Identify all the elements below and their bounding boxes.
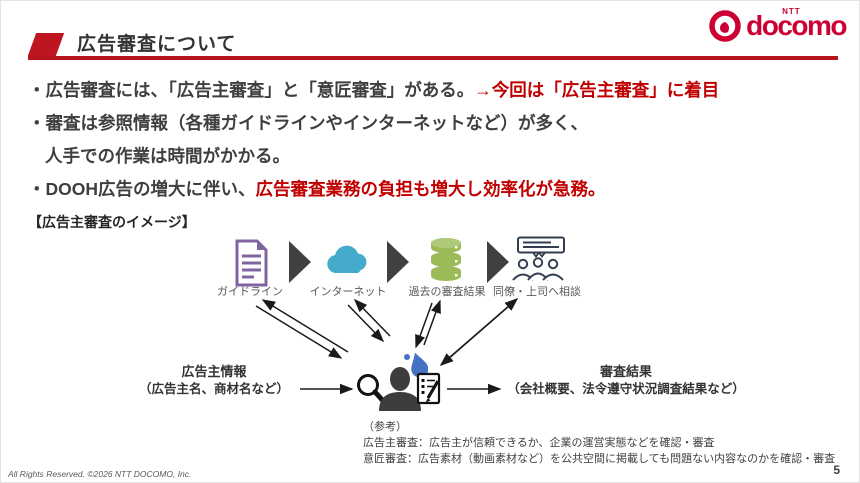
database-icon	[431, 238, 461, 281]
title-accent-mark	[27, 33, 65, 56]
copyright-text: All Rights Reserved. ©2026 NTT DOCOMO, I…	[8, 469, 192, 479]
docomo-logo-icon	[709, 10, 741, 42]
source-label-consult: 同僚・上司へ相談	[493, 286, 581, 298]
input-label: 広告主情報 （広告主名、商材名など）	[128, 364, 300, 397]
flow-triangle-icon	[289, 241, 311, 283]
bullet-1-highlight: →今回は「広告主審査」に着目	[474, 80, 720, 100]
docomo-logo: NTT docomo	[708, 7, 847, 43]
cloud-icon	[327, 245, 367, 273]
reference-notes: （参考） 広告主審査：広告主が信頼できるか、企業の運営実態などを確認・審査 意匠…	[363, 420, 835, 468]
flow-triangle-icon	[387, 241, 409, 283]
diagram-heading: 【広告主審査のイメージ】	[28, 214, 196, 230]
output-label-line1: 審査結果	[599, 364, 652, 379]
reference-line-1: 広告主審査：広告主が信頼できるか、企業の運営実態などを確認・審査	[363, 436, 715, 449]
input-label-line2: （広告主名、商材名など）	[138, 381, 289, 396]
bullet-line-2: ・審査は参照情報（各種ガイドラインやインターネットなど）が多く、	[28, 107, 848, 140]
source-label-past-results: 過去の審査結果	[408, 286, 486, 298]
bullet-1-text: ・広告審査には、「広告主審査」と「意匠審査」がある。	[28, 80, 475, 100]
reference-line-2: 意匠審査：広告素材（動画素材など）を公共空間に掲載しても問題ない内容なのかを確認…	[363, 452, 836, 465]
bullet-4-text: ・DOOH広告の増大に伴い、	[28, 179, 256, 199]
logo-brand-text: docomo	[746, 10, 847, 41]
people-chat-icon	[512, 236, 565, 281]
bullet-2-text: ・審査は参照情報（各種ガイドラインやインターネットなど）が多く、	[28, 113, 588, 133]
logo-ntt-text: NTT	[782, 7, 801, 16]
source-label-internet: インターネット	[309, 286, 387, 298]
bullet-line-3: 人手での作業は時間がかかる。	[28, 140, 848, 173]
flow-triangle-icon	[487, 241, 509, 283]
output-label-line2: （会社概要、法令遵守状況調査結果など）	[507, 381, 745, 396]
bullet-4-highlight: 広告審査業務の負担も増大し効率化が急務。	[255, 179, 606, 199]
output-label: 審査結果 （会社概要、法令遵守状況調査結果など）	[500, 364, 752, 397]
document-icon	[235, 239, 268, 287]
bullet-line-4: ・DOOH広告の増大に伴い、広告審査業務の負担も増大し効率化が急務。	[28, 173, 848, 206]
reviewer-person-icon	[379, 367, 421, 411]
source-label-guideline: ガイドライン	[217, 286, 283, 298]
page-title: 広告審査について	[77, 34, 237, 55]
title-underline	[28, 56, 838, 60]
reference-heading: （参考）	[363, 421, 407, 433]
bullet-list: ・広告審査には、「広告主審査」と「意匠審査」がある。→今回は「広告主審査」に着目…	[28, 74, 848, 206]
sweat-drop-icon	[404, 352, 428, 378]
bullet-3-text: 人手での作業は時間がかかる。	[45, 146, 290, 166]
bullet-line-1: ・広告審査には、「広告主審査」と「意匠審査」がある。→今回は「広告主審査」に着目	[28, 74, 848, 107]
clipboard-pen-icon	[416, 372, 441, 405]
page-number: 5	[833, 463, 840, 477]
input-label-line1: 広告主情報	[181, 364, 247, 379]
